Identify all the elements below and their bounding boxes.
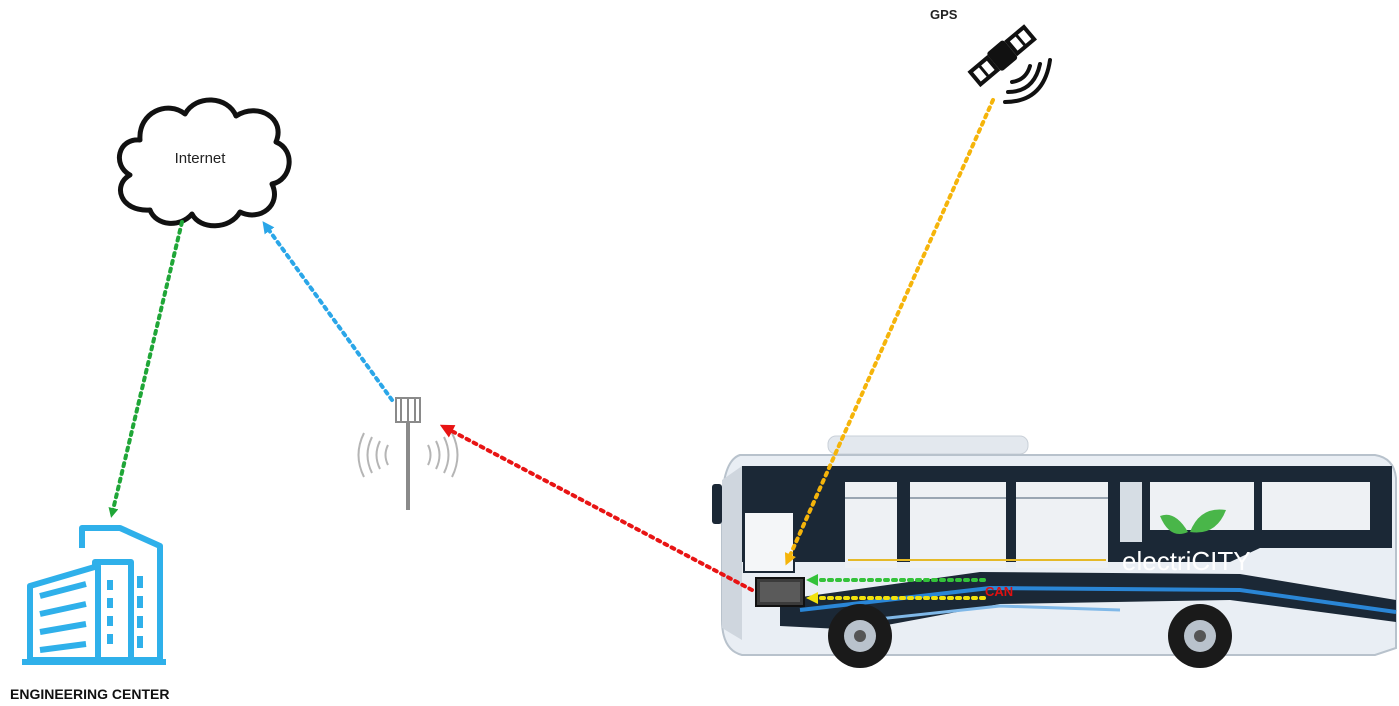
internet-uplink-arrow <box>262 221 394 402</box>
gps-link-arrow <box>784 98 995 566</box>
satellite-icon <box>967 24 1038 88</box>
cloud-icon <box>117 97 292 229</box>
engineering-link-arrow <box>108 220 184 518</box>
bus-icon <box>712 435 1397 668</box>
signal-waves-icon <box>1003 58 1052 104</box>
can-label: CAN <box>985 584 1013 599</box>
cell-tower-icon <box>357 397 459 510</box>
internet-label: Internet <box>175 150 227 167</box>
bus-brand-label: electriCITY <box>1122 546 1251 576</box>
engineering-center-label: ENGINEERING CENTER <box>10 686 169 702</box>
gps-label: GPS <box>930 7 958 22</box>
building-icon <box>22 525 166 665</box>
cellular-link-arrow <box>439 424 754 592</box>
